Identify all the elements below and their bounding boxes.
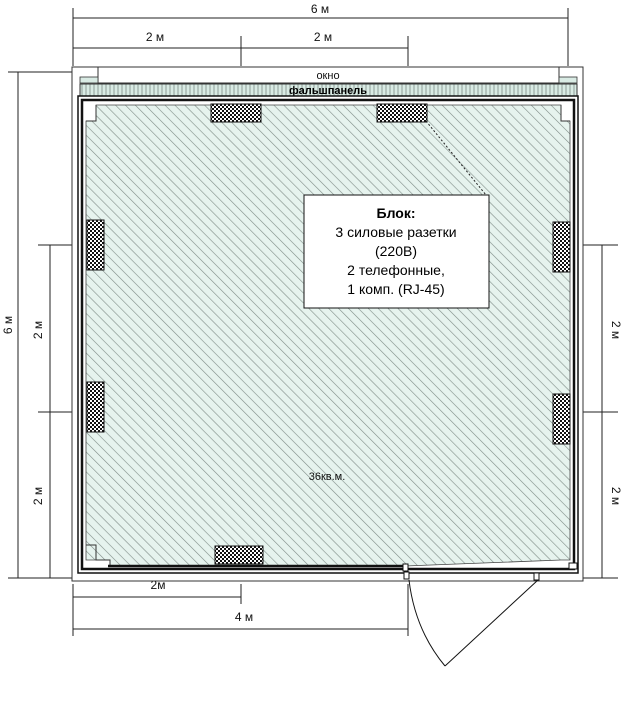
window bbox=[97, 66, 560, 84]
false-panel-label: фальшпанель bbox=[289, 85, 367, 97]
block-line-1: 3 силовые разетки bbox=[335, 224, 456, 240]
left-lower-dimension: 2 м bbox=[31, 487, 45, 505]
left-total-dimension: 6 м bbox=[1, 316, 15, 334]
block-callout: Блок: 3 силовые разетки (220В) 2 телефон… bbox=[303, 194, 490, 309]
socket-block-left-lower bbox=[86, 381, 105, 433]
right-lower-dimension: 2 м bbox=[609, 487, 623, 505]
top-right-dimension: 2 м bbox=[314, 30, 332, 44]
socket-blocks bbox=[86, 103, 571, 565]
block-line-3: 2 телефонные, bbox=[347, 262, 445, 278]
area-label: 36кв.м. bbox=[309, 471, 346, 483]
block-title: Блок: bbox=[377, 205, 416, 221]
socket-block-left-upper bbox=[86, 219, 105, 271]
room-walls: окно фальшпанель bbox=[71, 66, 584, 582]
socket-block-bottom bbox=[214, 545, 264, 565]
top-left-dimension: 2 м bbox=[146, 30, 164, 44]
socket-block-right-lower bbox=[552, 393, 571, 445]
window-label: окно bbox=[316, 70, 339, 82]
block-line-2: (220В) bbox=[375, 243, 417, 259]
door bbox=[408, 579, 539, 667]
socket-block-top-left bbox=[210, 103, 262, 123]
floor-area bbox=[85, 104, 571, 567]
socket-block-top-right bbox=[376, 103, 428, 123]
top-total-dimension: 6 м bbox=[311, 2, 329, 16]
left-upper-dimension: 2 м bbox=[31, 321, 45, 339]
right-dimensions: 2 м 2 м bbox=[572, 244, 623, 579]
right-upper-dimension: 2 м bbox=[609, 321, 623, 339]
socket-block-right-upper bbox=[552, 221, 571, 273]
bottom-long-dimension: 4 м bbox=[235, 610, 253, 624]
top-dimensions: 6 м 2 м 2 м bbox=[72, 2, 569, 66]
left-dimensions: 6 м 2 м 2 м bbox=[1, 71, 80, 579]
bottom-dimensions: 2м 4 м bbox=[72, 578, 409, 636]
block-line-4: 1 комп. (RJ-45) bbox=[347, 281, 444, 297]
